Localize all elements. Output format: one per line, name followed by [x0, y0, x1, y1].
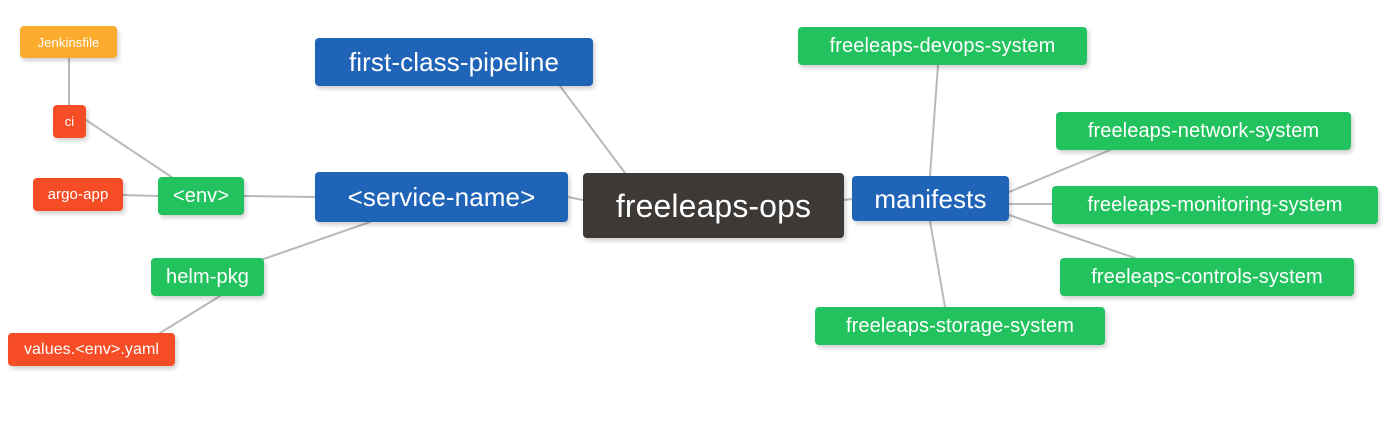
edge-service-name-to-freeleaps-ops — [567, 196, 584, 201]
node-label: freeleaps-storage-system — [845, 315, 1075, 337]
edge-manifests-to-freeleaps-devops-system — [929, 64, 939, 177]
node-label: freeleaps-monitoring-system — [1087, 194, 1343, 216]
node-ci[interactable]: ci — [53, 105, 86, 138]
node-label: argo-app — [47, 186, 109, 203]
edge-env-to-service-name — [243, 195, 316, 198]
node-freeleaps-devops-system[interactable]: freeleaps-devops-system — [798, 27, 1087, 65]
node-label: values.<env>.yaml — [23, 340, 160, 358]
node-env[interactable]: <env> — [158, 177, 244, 215]
node-label: <service-name> — [347, 182, 536, 212]
node-freeleaps-ops[interactable]: freeleaps-ops — [583, 173, 844, 238]
node-service-name[interactable]: <service-name> — [315, 172, 568, 222]
node-freeleaps-monitoring-system[interactable]: freeleaps-monitoring-system — [1052, 186, 1378, 224]
node-freeleaps-storage-system[interactable]: freeleaps-storage-system — [815, 307, 1105, 345]
edge-freeleaps-ops-to-manifests — [843, 198, 853, 201]
node-helm-pkg[interactable]: helm-pkg — [151, 258, 264, 296]
node-label: freeleaps-controls-system — [1091, 266, 1323, 288]
node-values-env-yaml[interactable]: values.<env>.yaml — [8, 333, 175, 366]
edge-helm-pkg-to-service-name — [254, 221, 371, 263]
node-manifests[interactable]: manifests — [852, 176, 1009, 221]
node-jenkinsfile[interactable]: Jenkinsfile — [20, 26, 117, 58]
node-freeleaps-network-system[interactable]: freeleaps-network-system — [1056, 112, 1351, 150]
node-freeleaps-controls-system[interactable]: freeleaps-controls-system — [1060, 258, 1354, 296]
node-argo-app[interactable]: argo-app — [33, 178, 123, 211]
node-label: Jenkinsfile — [37, 34, 100, 50]
edge-first-class-pipeline-to-freeleaps-ops — [559, 85, 626, 174]
node-label: manifests — [874, 183, 987, 214]
node-label: freeleaps-devops-system — [829, 35, 1056, 57]
node-label: ci — [64, 114, 75, 129]
node-label: first-class-pipeline — [348, 47, 560, 77]
node-first-class-pipeline[interactable]: first-class-pipeline — [315, 38, 593, 86]
edge-argo-app-to-env — [122, 194, 159, 197]
node-label: helm-pkg — [165, 266, 250, 288]
node-label: freeleaps-ops — [615, 187, 812, 224]
node-label: freeleaps-network-system — [1087, 120, 1320, 142]
node-label: <env> — [172, 185, 230, 207]
edge-manifests-to-freeleaps-storage-system — [929, 220, 946, 308]
edge-values-env-yaml-to-helm-pkg — [159, 295, 221, 334]
